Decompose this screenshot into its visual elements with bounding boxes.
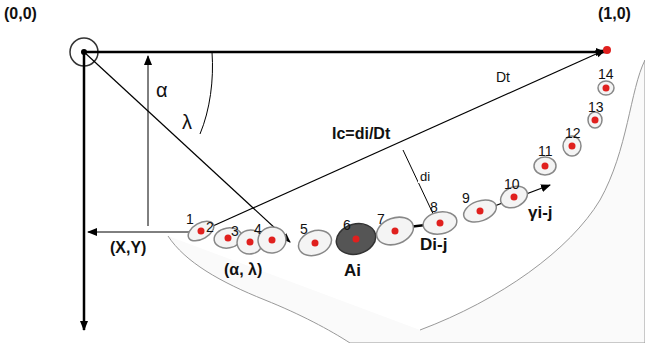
distance-label: Di-j (420, 236, 447, 253)
centroid-dot (511, 194, 518, 201)
lesion-outline (588, 112, 602, 128)
centroid-dot (542, 163, 549, 170)
centroid-dot (477, 208, 484, 215)
formula-label: Ic=di/Dt (330, 126, 392, 142)
callout-number: 10 (504, 177, 520, 191)
callout-number: 1 (186, 212, 194, 226)
centroid-dot (247, 239, 254, 246)
lesion-outline (333, 219, 379, 258)
angle-label: α (156, 80, 168, 100)
centroid-dot (592, 117, 599, 124)
callout-number: 2 (206, 220, 214, 234)
callout-number: 6 (343, 218, 351, 232)
callout-number: 8 (430, 200, 438, 214)
lesion-outline (598, 81, 614, 95)
coordinate-label: (α, λ) (224, 262, 262, 278)
angle-label: γi-j (528, 204, 553, 221)
end-dot (603, 46, 611, 54)
callout-number: 9 (462, 191, 470, 205)
centroid-dot (225, 235, 232, 242)
centroid-dot (437, 220, 444, 227)
centroid-dot (603, 85, 610, 92)
callout-number: 11 (538, 144, 553, 158)
coordinate-label: (0,0) (4, 6, 37, 22)
coordinate-label: (X,Y) (110, 240, 146, 256)
callout-number: 4 (254, 222, 262, 236)
callout-number: 5 (300, 222, 308, 236)
callout-number: 3 (231, 224, 239, 238)
distance-label: di (418, 170, 432, 183)
origin-dot (81, 49, 87, 55)
centroid-dot (569, 143, 576, 150)
coordinate-label: (1,0) (598, 6, 631, 22)
centroid-dot (353, 236, 360, 243)
centroid-dot (312, 240, 319, 247)
callout-number: 7 (377, 212, 385, 226)
distance-label: Dt (494, 70, 512, 84)
lesion-outline (534, 157, 556, 175)
centroid-dot (198, 228, 205, 235)
lesion-outline (373, 212, 418, 249)
lesion-outline (421, 209, 458, 237)
centroid-dot (392, 228, 399, 235)
callout-number: 12 (565, 126, 581, 140)
callout-number: 13 (588, 100, 604, 114)
area-label: Ai (344, 262, 361, 279)
callout-number: 14 (598, 67, 614, 81)
centroid-dot (269, 237, 276, 244)
length-label: λ (180, 112, 194, 132)
